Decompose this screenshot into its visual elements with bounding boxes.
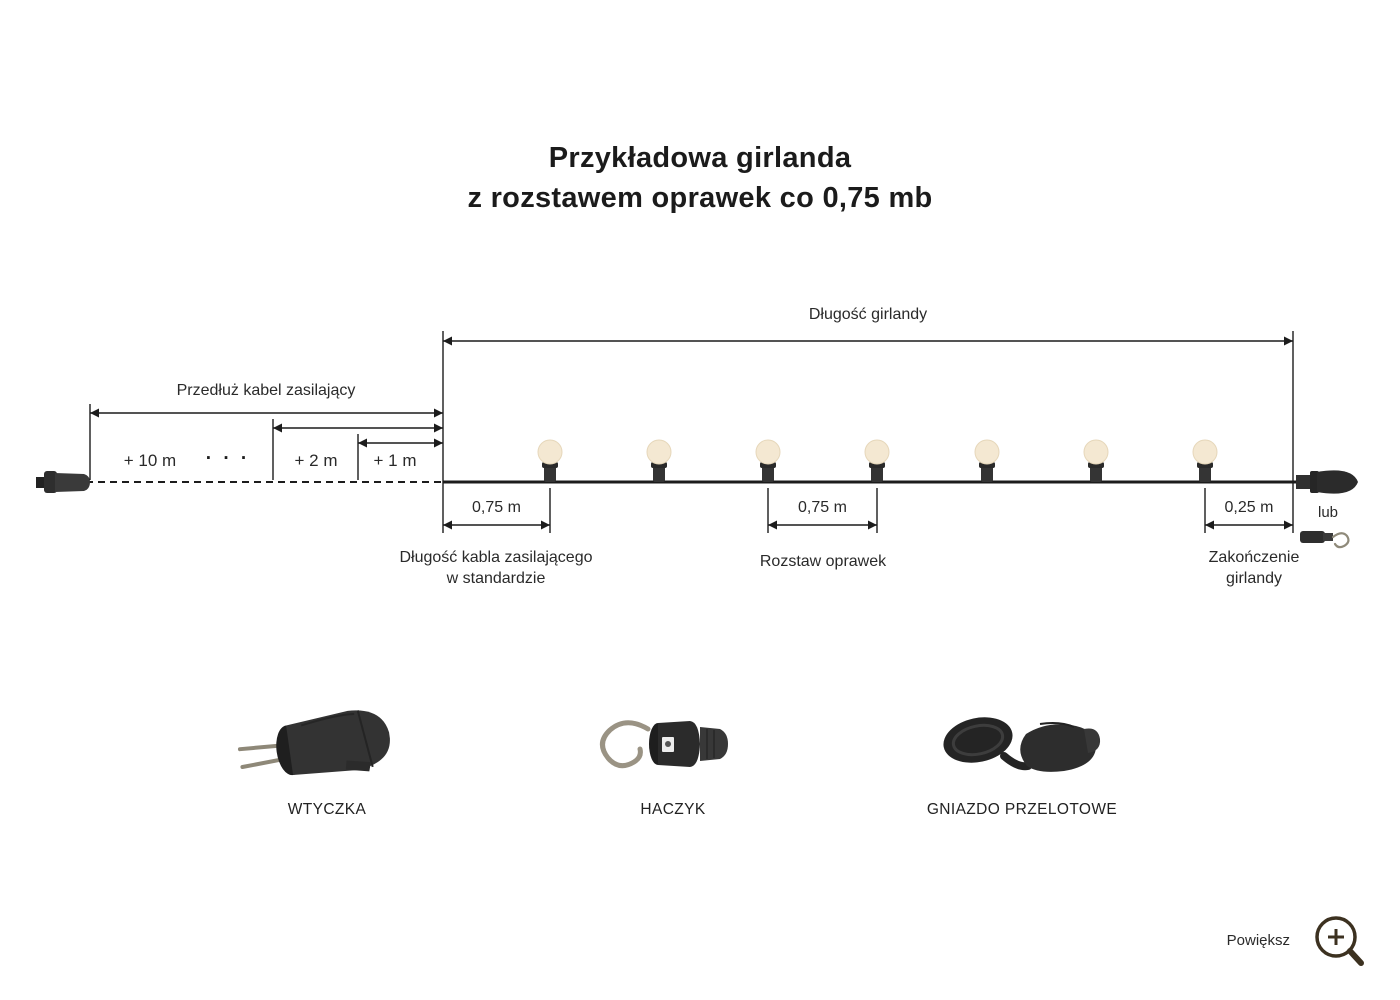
end-cap-connector xyxy=(1296,470,1358,494)
zoom-label[interactable]: Powiększ xyxy=(1226,932,1290,949)
plus-2m-text: + 2 m xyxy=(294,451,338,470)
ending-dim-text: 0,25 m xyxy=(1224,499,1274,516)
garland-length-label: Długość girlandy xyxy=(808,306,928,323)
light-bulb xyxy=(1192,439,1218,482)
product-label-hook: HACZYK xyxy=(640,801,706,818)
socket-icon xyxy=(943,717,1101,772)
light-bulb xyxy=(755,439,781,482)
extend-cable-label: Przedłuż kabel zasilający xyxy=(176,382,356,399)
product-label-socket: GNIAZDO PRZELOTOWE xyxy=(926,801,1118,818)
ending-label-line1: Zakończenie xyxy=(1208,549,1300,566)
page-title-line1: Przykładowa girlanda xyxy=(548,142,852,174)
cable-standard-label-line1: Długość kabla zasilającego xyxy=(399,549,593,566)
or-label: lub xyxy=(1317,504,1339,521)
plug-icon xyxy=(237,710,390,776)
hook-icon xyxy=(600,720,728,769)
ending-label-line2: girlandy xyxy=(1225,570,1283,587)
magnifier-plus-icon[interactable] xyxy=(1315,916,1364,966)
cable-standard-label: Długość kabla zasilającego w standardzie xyxy=(346,547,646,589)
page-title-line2: z rozstawem oprawek co 0,75 mb xyxy=(467,182,933,214)
plus-10m-text: + 10 m xyxy=(123,451,177,470)
hook-end-connector xyxy=(1300,531,1350,549)
cable-standard-dim-text: 0,75 m xyxy=(472,499,521,516)
plus-1m-text: + 1 m xyxy=(373,451,417,470)
cable-standard-label-line2: w standardzie xyxy=(446,570,546,587)
light-bulb xyxy=(974,439,1000,482)
page-title: Przykładowa girlanda z rozstawem oprawek… xyxy=(0,138,1400,218)
power-plug-connector xyxy=(36,471,90,493)
product-label-plug: WTYCZKA xyxy=(287,801,367,818)
light-bulb xyxy=(646,439,672,482)
light-bulb xyxy=(537,439,563,482)
bulb-spacing-label: Rozstaw oprawek xyxy=(759,553,887,570)
bulb-spacing-dim-text: 0,75 m xyxy=(798,499,847,516)
ending-label: Zakończenie girlandy xyxy=(1154,547,1354,589)
light-bulb xyxy=(1083,439,1109,482)
ellipsis-text: · · · xyxy=(205,448,251,469)
light-bulb xyxy=(864,439,890,482)
